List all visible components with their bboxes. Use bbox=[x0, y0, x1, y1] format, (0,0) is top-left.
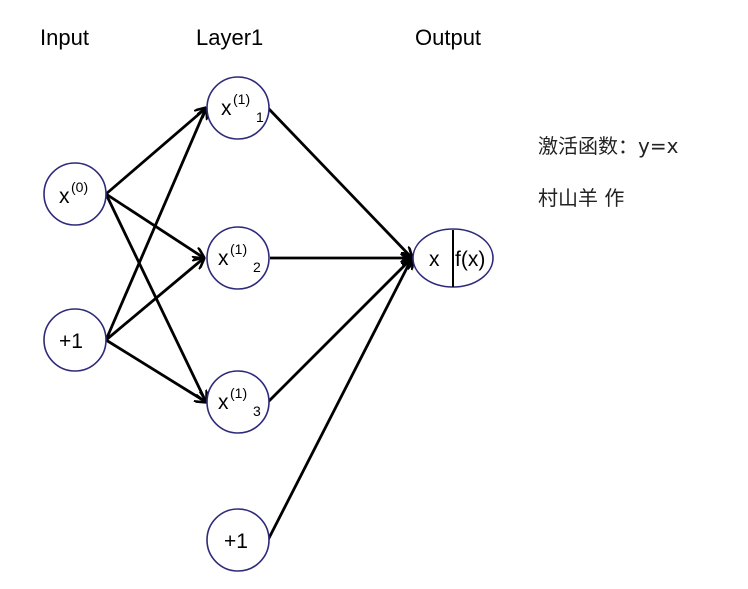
node-base: x bbox=[59, 185, 70, 208]
node-circle bbox=[43, 308, 107, 372]
node-superscript: (1) bbox=[233, 91, 250, 107]
output-layer-title: Output bbox=[415, 25, 481, 50]
node-subscript: 1 bbox=[256, 109, 264, 125]
hidden-node-2: x (1) 2 bbox=[206, 226, 270, 290]
edge-x0-h1 bbox=[105, 108, 206, 196]
node-subscript: 2 bbox=[253, 259, 261, 275]
node-circle bbox=[43, 162, 107, 226]
node-circle bbox=[206, 226, 270, 290]
edge-bias-h3 bbox=[105, 338, 206, 402]
edge-h3-out bbox=[267, 258, 412, 403]
edge-hbias-out bbox=[266, 258, 412, 541]
node-circle bbox=[206, 76, 270, 140]
node-base: x bbox=[221, 97, 232, 120]
node-label: +1 bbox=[59, 330, 83, 353]
node-circle bbox=[206, 508, 270, 572]
node-superscript: (0) bbox=[71, 179, 88, 195]
node-superscript: (1) bbox=[230, 385, 247, 401]
edges-input-to-hidden bbox=[104, 108, 206, 402]
input-node-x0: x (0) bbox=[43, 162, 107, 226]
node-label: +1 bbox=[224, 530, 248, 553]
input-node-bias: +1 bbox=[43, 308, 107, 372]
edges-hidden-to-output bbox=[266, 107, 412, 541]
node-base: x bbox=[218, 391, 229, 414]
edge-bias-h1 bbox=[104, 108, 206, 341]
output-node: x f(x) bbox=[412, 228, 494, 288]
hidden-node-bias: +1 bbox=[206, 508, 270, 572]
hidden-layer-title: Layer1 bbox=[196, 25, 263, 50]
output-input-label: x bbox=[429, 248, 440, 271]
activation-note: 激活函数：y=x bbox=[538, 134, 679, 158]
hidden-node-1: x (1) 1 bbox=[206, 76, 270, 140]
output-function-label: f(x) bbox=[455, 248, 485, 271]
node-subscript: 3 bbox=[253, 403, 261, 419]
hidden-node-3: x (1) 3 bbox=[206, 370, 270, 434]
edge-bias-h2 bbox=[105, 258, 204, 342]
node-circle bbox=[206, 370, 270, 434]
node-base: x bbox=[218, 247, 229, 270]
input-layer-title: Input bbox=[40, 25, 89, 50]
edge-h1-out bbox=[266, 107, 412, 258]
author-note: 村山羊 作 bbox=[538, 186, 625, 210]
node-superscript: (1) bbox=[230, 241, 247, 257]
